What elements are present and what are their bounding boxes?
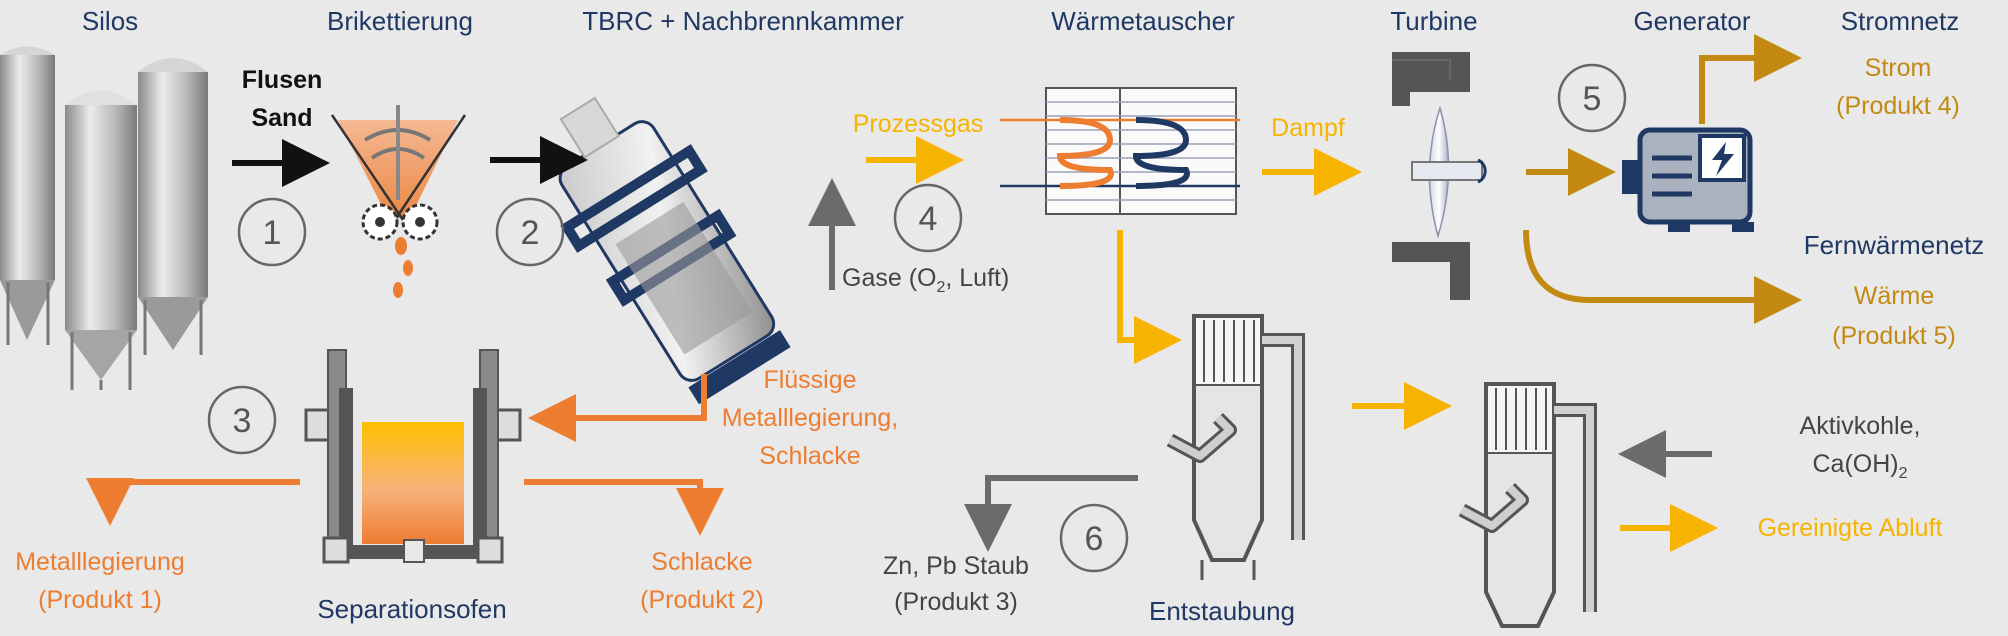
label-waermetauscher: Wärmetauscher	[1051, 6, 1235, 36]
step-marker-2: 2	[495, 197, 565, 267]
dedusting-cyclone-icon	[1166, 314, 1305, 580]
step-marker-1: 1	[237, 197, 307, 267]
arrow-dedusting-to-dust	[964, 475, 1138, 552]
exhaust-filter-icon	[1458, 382, 1597, 628]
arrow-furnace-to-slag	[524, 479, 724, 536]
input-flusen: Flusen	[242, 66, 323, 94]
step-number: 1	[263, 214, 282, 252]
label-silos: Silos	[82, 6, 138, 36]
label-stromnetz: Stromnetz	[1841, 6, 1960, 36]
product-metall-sub: (Produkt 1)	[38, 586, 162, 614]
step-number: 3	[233, 402, 252, 440]
product-schlacke-sub: (Produkt 2)	[640, 586, 764, 614]
heat-exchanger-icon	[1000, 87, 1240, 215]
flow-fluessig-line2: Metalllegierung,	[722, 404, 899, 432]
step-marker-3: 3	[207, 385, 277, 455]
flow-fluessig-line1: Flüssige	[763, 366, 856, 394]
flow-fluessig-line3: Schlacke	[759, 442, 860, 470]
product-waerme-sub: (Produkt 5)	[1832, 322, 1956, 350]
flow-dampf: Dampf	[1271, 114, 1345, 142]
product-metall: Metalllegierung	[15, 548, 185, 576]
arrow-generator-to-grid	[1699, 34, 1802, 124]
briquetting-press-icon	[330, 105, 467, 298]
flow-gereinigte-abluft: Gereinigte Abluft	[1758, 514, 1943, 542]
input-sand: Sand	[251, 104, 312, 132]
product-strom: Strom	[1865, 54, 1932, 82]
generator-icon	[1622, 127, 1754, 232]
flow-prozessgas: Prozessgas	[853, 110, 984, 138]
step-marker-5: 5	[1557, 63, 1627, 133]
arrow-to-district-heat	[1523, 229, 1802, 324]
tbrc-converter-icon	[558, 96, 791, 405]
label-entstaubung: Entstaubung	[1149, 596, 1295, 626]
step-marker-4: 4	[893, 183, 963, 253]
product-schlacke: Schlacke	[651, 548, 752, 576]
step-number: 5	[1583, 80, 1602, 118]
flow-aktivkohle-line1: Aktivkohle,	[1800, 412, 1921, 440]
arrow-exchanger-to-dedusting	[1117, 230, 1182, 364]
arrow-tbrc-to-furnace	[528, 374, 707, 442]
label-turbine: Turbine	[1390, 6, 1477, 36]
turbine-icon	[1392, 52, 1487, 300]
flow-gase: Gase (O2, Luft)	[842, 264, 1009, 296]
step-number: 4	[919, 200, 938, 238]
product-strom-sub: (Produkt 4)	[1836, 92, 1960, 120]
step-number: 6	[1085, 520, 1104, 558]
product-waerme: Wärme	[1854, 282, 1935, 310]
label-brikettierung: Brikettierung	[327, 6, 473, 36]
step-marker-6: 6	[1059, 503, 1129, 573]
label-separationsofen: Separationsofen	[317, 594, 506, 624]
label-generator: Generator	[1633, 6, 1750, 36]
step-number: 2	[521, 214, 540, 252]
separation-furnace-icon	[304, 349, 522, 564]
product-staub: Zn, Pb Staub	[883, 552, 1029, 580]
flow-aktivkohle-line2: Ca(OH)2	[1812, 450, 1907, 482]
arrow-furnace-to-metal	[86, 478, 300, 526]
silos-icon	[0, 46, 208, 390]
label-fernwaermenetz: Fernwärmenetz	[1804, 230, 1985, 260]
product-staub-sub: (Produkt 3)	[894, 588, 1018, 616]
label-tbrc: TBRC + Nachbrennkammer	[582, 6, 904, 36]
